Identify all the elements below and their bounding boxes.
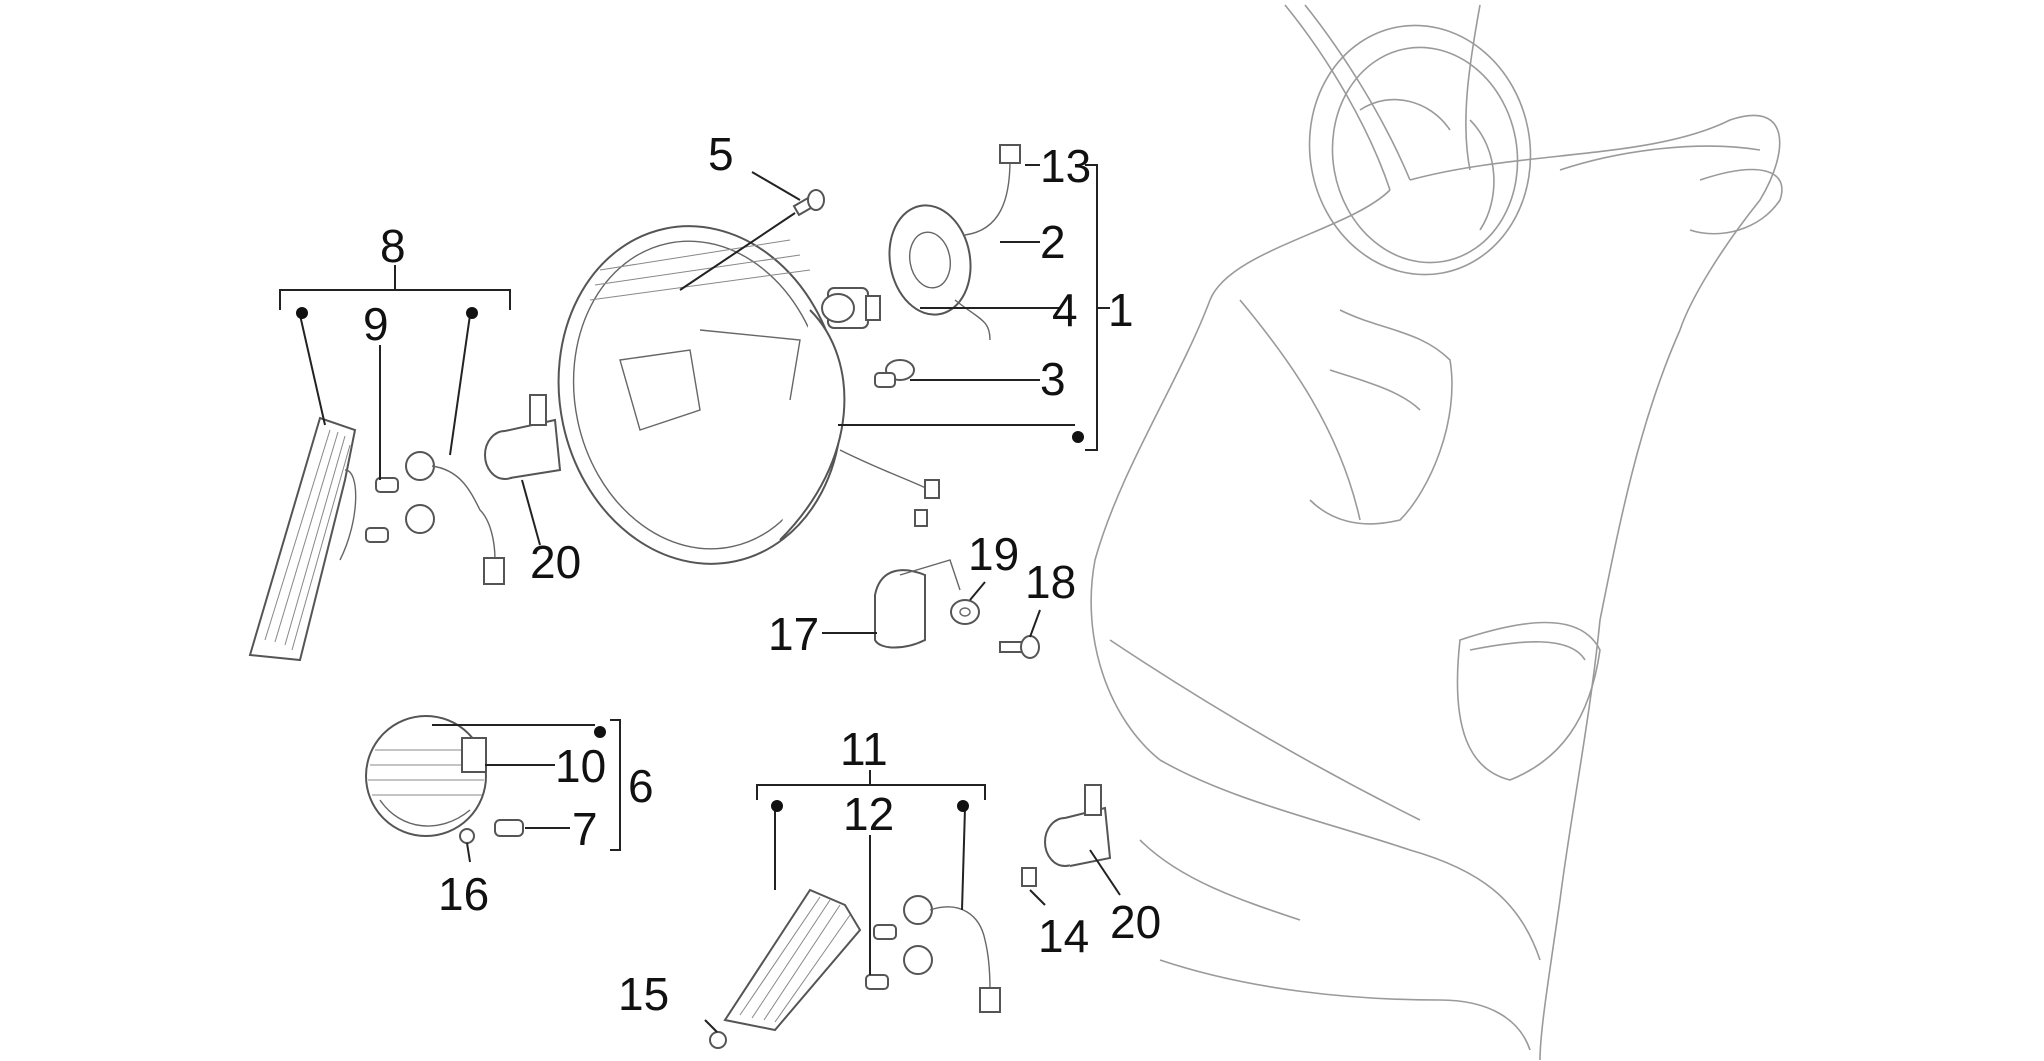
screw-18 (999, 635, 1040, 659)
bulb-holder (888, 144, 1021, 341)
callout-6: 6 (628, 760, 654, 812)
bullet-dots (296, 307, 1084, 812)
callout-2: 2 (1040, 216, 1066, 268)
scooter-front-shield (1090, 4, 1783, 1061)
callout-14: 14 (1038, 910, 1089, 962)
parking-bulb (874, 359, 915, 388)
callout-18: 18 (1025, 556, 1076, 608)
right-indicator-bulbs (865, 867, 1037, 1013)
callout-labels: 1 2 3 4 5 6 7 8 9 10 11 12 13 14 15 16 1… (363, 128, 1161, 1020)
left-indicator-lens (248, 416, 357, 662)
callout-1: 1 (1108, 284, 1134, 336)
callout-19: 19 (968, 528, 1019, 580)
headlight-bulb (821, 287, 881, 329)
callout-20-left: 20 (530, 536, 581, 588)
callout-11: 11 (840, 723, 888, 775)
leader-lines (279, 164, 1121, 1033)
right-bulb-socket-20 (1044, 784, 1112, 867)
right-indicator-lens (709, 888, 862, 1049)
washer-19 (950, 599, 980, 625)
callout-9: 9 (363, 298, 389, 350)
callout-7: 7 (572, 803, 598, 855)
callout-15: 15 (618, 968, 669, 1020)
callout-12: 12 (843, 788, 894, 840)
headlight-reflector (557, 225, 940, 565)
callout-8: 8 (380, 220, 406, 272)
callout-5: 5 (708, 128, 734, 180)
callout-20-right: 20 (1110, 896, 1161, 948)
callout-3: 3 (1040, 353, 1066, 405)
callout-10: 10 (555, 740, 606, 792)
left-indicator-bulbs (365, 451, 505, 585)
bracket-17 (874, 559, 961, 649)
tail-light (365, 715, 524, 844)
left-bulb-socket-20 (484, 394, 562, 480)
callout-4: 4 (1052, 284, 1078, 336)
callout-13: 13 (1040, 140, 1091, 192)
screw-5 (792, 189, 825, 217)
callout-17: 17 (768, 608, 819, 660)
callout-16: 16 (438, 868, 489, 920)
